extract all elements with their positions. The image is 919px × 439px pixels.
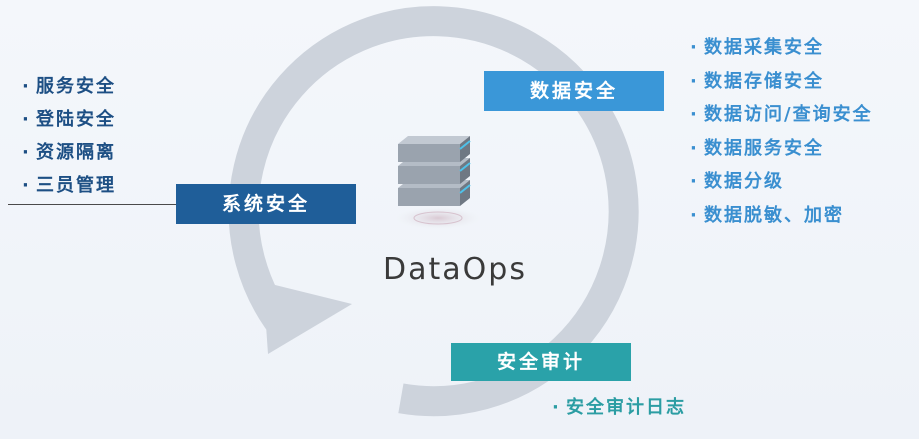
system-security-tag: 系统安全 [176,184,356,224]
data-security-tag: 数据安全 [484,71,664,111]
data-security-list: 数据采集安全 数据存储安全 数据访问/查询安全 数据服务安全 数据分级 数据脱敏… [690,31,873,232]
list-item: 数据服务安全 [690,132,873,166]
list-item: 安全审计日志 [552,393,686,423]
list-item: 数据存储安全 [690,65,873,99]
list-item: 数据分级 [690,165,873,199]
list-item: 资源隔离 [22,136,116,169]
list-item: 数据采集安全 [690,31,873,65]
list-item: 数据访问/查询安全 [690,98,873,132]
list-item: 三员管理 [22,169,116,202]
list-item: 数据脱敏、加密 [690,199,873,233]
server-icon [396,136,480,229]
connector-line [8,204,176,205]
system-security-list: 服务安全 登陆安全 资源隔离 三员管理 [22,70,116,202]
list-item: 服务安全 [22,70,116,103]
center-label: DataOps [383,252,527,287]
security-audit-tag: 安全审计 [451,343,631,381]
security-audit-list: 安全审计日志 [552,393,686,423]
list-item: 登陆安全 [22,103,116,136]
